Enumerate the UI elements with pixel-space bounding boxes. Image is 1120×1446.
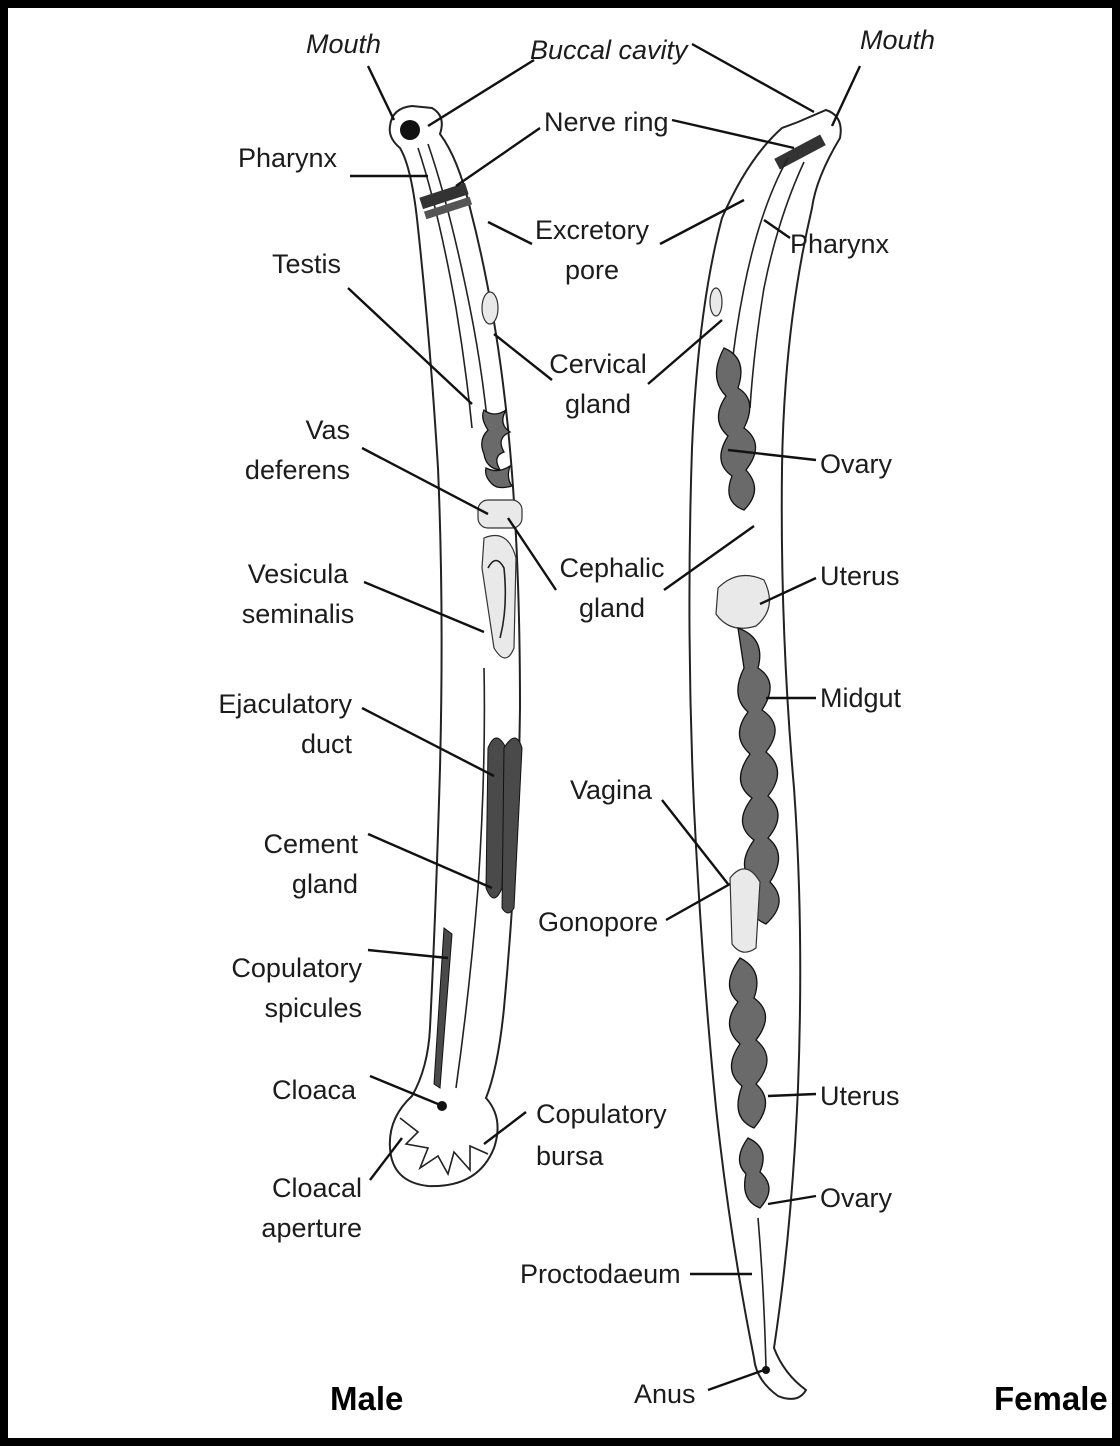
- female-vagina: [730, 869, 760, 952]
- label-copulatory-spicules-line1: Copulatory: [208, 948, 362, 988]
- label-vas-deferens-line1: Vas: [238, 410, 350, 450]
- label-excretory-pore-line2: pore: [565, 250, 619, 290]
- label-nerve-ring: Nerve ring: [544, 102, 669, 142]
- male-cement-gland: [502, 738, 522, 913]
- label-cervical-gland-line2: gland: [565, 384, 631, 424]
- label-cement-gland-line2: gland: [208, 864, 358, 904]
- female-uterus-upper: [716, 576, 769, 629]
- label-female: Female: [994, 1380, 1108, 1418]
- label-pharynx-female: Pharynx: [790, 224, 889, 264]
- label-cloacal-aperture-line2: aperture: [218, 1208, 362, 1248]
- label-copulatory-bursa-line2: bursa: [536, 1136, 604, 1176]
- label-excretory-pore-line1: Excretory: [535, 210, 649, 250]
- label-ovary-upper: Ovary: [820, 444, 892, 484]
- label-midgut: Midgut: [820, 678, 901, 718]
- label-cement-gland-line1: Cement: [208, 824, 358, 864]
- male-cervical-gland: [482, 292, 498, 324]
- label-proctodaeum: Proctodaeum: [520, 1254, 681, 1294]
- label-ovary-lower: Ovary: [820, 1178, 892, 1218]
- label-cephalic-gland-line1: Cephalic: [559, 548, 664, 588]
- label-copulatory-spicules-line2: spicules: [208, 988, 362, 1028]
- label-mouth-female: Mouth: [860, 20, 935, 60]
- label-pharynx-male: Pharynx: [238, 138, 337, 178]
- label-vesicula-seminalis-line2: seminalis: [242, 594, 355, 634]
- label-cloaca: Cloaca: [272, 1070, 356, 1110]
- label-cervical-gland-line1: Cervical: [549, 344, 647, 384]
- male-worm: [390, 106, 522, 1186]
- label-ejaculatory-duct-line2: duct: [198, 724, 352, 764]
- label-testis: Testis: [272, 244, 341, 284]
- label-uterus-lower: Uterus: [820, 1076, 900, 1116]
- label-vas-deferens-line2: deferens: [208, 450, 350, 490]
- label-vesicula-seminalis-line1: Vesicula: [248, 554, 349, 594]
- label-uterus-upper: Uterus: [820, 556, 900, 596]
- female-cervical-gland: [710, 288, 722, 316]
- female-worm: [689, 110, 840, 1399]
- male-cloacal-aperture: [437, 1101, 447, 1111]
- label-male: Male: [330, 1380, 403, 1418]
- male-vas-deferens-loop: [478, 500, 522, 528]
- label-cephalic-gland-line2: gland: [579, 588, 645, 628]
- label-buccal-cavity: Buccal cavity: [530, 30, 688, 70]
- label-copulatory-bursa-line1: Copulatory: [536, 1094, 667, 1134]
- label-ejaculatory-duct-line1: Ejaculatory: [198, 684, 352, 724]
- label-vagina: Vagina: [570, 770, 652, 810]
- label-gonopore: Gonopore: [538, 902, 658, 942]
- label-mouth-male: Mouth: [306, 24, 381, 64]
- male-mouth-opening: [400, 120, 420, 140]
- label-anus: Anus: [634, 1374, 696, 1414]
- label-cloacal-aperture-line1: Cloacal: [218, 1168, 362, 1208]
